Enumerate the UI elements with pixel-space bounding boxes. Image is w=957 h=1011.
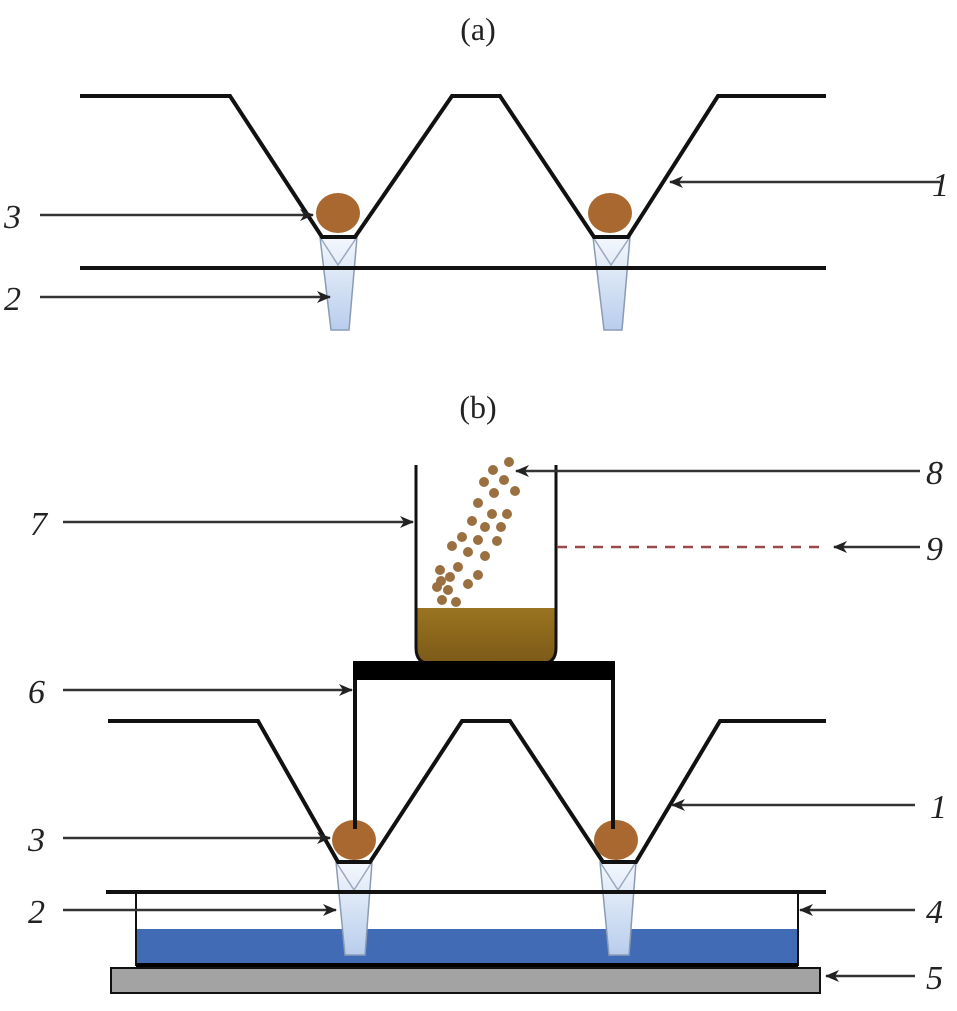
particle — [496, 522, 506, 532]
germination-tube — [319, 236, 358, 331]
particle — [473, 535, 483, 545]
callout-label-9: 9 — [926, 531, 943, 568]
particle — [447, 541, 457, 551]
stand-top — [353, 661, 615, 680]
callout-label-3: 3 — [27, 822, 45, 859]
particle — [492, 536, 502, 546]
particle — [473, 570, 483, 580]
seed — [594, 820, 638, 860]
particle — [489, 488, 499, 498]
particle — [480, 551, 490, 561]
particle — [510, 486, 520, 496]
particle — [437, 595, 447, 605]
particle — [451, 597, 461, 607]
particle — [443, 585, 453, 595]
seed — [588, 193, 632, 233]
particle — [453, 562, 463, 572]
seed — [332, 820, 376, 860]
seed — [316, 193, 360, 233]
particle — [480, 522, 490, 532]
panel-a-title: (a) — [460, 11, 496, 47]
particle — [488, 465, 498, 475]
particle — [467, 516, 477, 526]
particle — [487, 509, 497, 519]
particle — [502, 509, 512, 519]
beaker — [414, 465, 558, 666]
callout-label-1: 1 — [932, 167, 949, 204]
particle — [435, 565, 445, 575]
base-plate — [110, 967, 821, 994]
callout-label-3: 3 — [3, 199, 21, 236]
callout-label-4: 4 — [926, 894, 943, 931]
particle — [457, 532, 467, 542]
corrugated-plate — [108, 719, 826, 864]
panel-b: (b) — [27, 389, 947, 997]
callout-label-7: 7 — [30, 506, 49, 543]
germination-tube — [592, 236, 631, 331]
falling-particles — [432, 457, 520, 607]
callout-label-6: 6 — [28, 674, 45, 711]
particle — [479, 477, 489, 487]
particle — [463, 547, 473, 557]
particle — [463, 579, 473, 589]
particle — [499, 475, 509, 485]
callout-label-2: 2 — [4, 281, 21, 318]
particle — [445, 572, 455, 582]
callout-label-5: 5 — [926, 960, 943, 997]
callout-label-8: 8 — [926, 455, 943, 492]
panel-b-title: (b) — [459, 389, 496, 425]
beaker-liquid — [417, 608, 555, 663]
corrugated-plate — [80, 94, 826, 239]
panel-a: (a) 1 3 2 — [3, 11, 949, 331]
particle — [473, 498, 483, 508]
particle — [504, 457, 514, 467]
water — [136, 929, 798, 964]
callout-label-1: 1 — [930, 789, 947, 826]
particle — [432, 582, 442, 592]
callout-label-2: 2 — [28, 894, 45, 931]
